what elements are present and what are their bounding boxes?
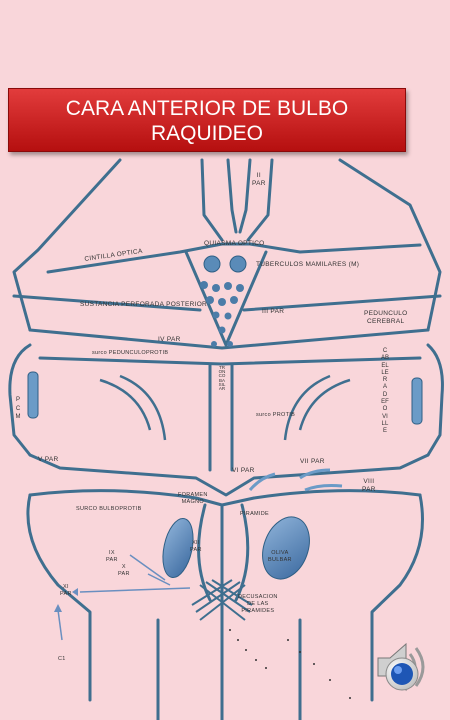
pons-arc-3 (298, 378, 351, 431)
olive-left (162, 518, 194, 578)
pons-left (8, 343, 32, 457)
label-xii-par: XII PAR (190, 540, 202, 553)
label-vi-par: VI PAR (232, 467, 255, 474)
pons-arc-2 (119, 374, 167, 441)
olive-right (262, 516, 310, 580)
optic-nerve-inner-left (226, 158, 238, 234)
optic-tract (46, 242, 422, 274)
label-surco-bulbo: SURCO BULBOPROTIB (76, 506, 142, 512)
arrow-c1 (57, 609, 63, 641)
label-surco-protib: surco PROTIB (256, 412, 296, 418)
label-pedunculo-cerebral: PEDUNCULO CEREBRAL (364, 310, 408, 325)
label-viii-par: VIII PAR (362, 478, 376, 493)
vii-par-root-2 (304, 484, 343, 492)
label-surco-pedunculo: surco PEDUNCULOPROTIB (92, 350, 169, 356)
optic-nerve-right (246, 158, 274, 242)
label-ix-par: IX PAR (106, 550, 118, 563)
v-par-root-right (411, 377, 423, 425)
speaker-icon (377, 642, 425, 692)
label-ii-par: II PAR (252, 172, 266, 187)
label-iii-par: III PAR (262, 308, 285, 315)
label-quiasma-optico: QUIASMA OPTICO (204, 240, 265, 247)
upper-outline-left (12, 158, 122, 332)
pons-divider (38, 356, 422, 366)
label-vii-par: VII PAR (300, 458, 325, 465)
pons-arc-1 (99, 378, 152, 431)
pons-arc-4 (283, 374, 331, 441)
pedunculo-band-right (242, 294, 442, 312)
label-tronco-basilar: TRONCO BASILAR (218, 365, 226, 392)
label-decusacion: DECUSACION DE LAS PIRAMIDES (238, 594, 278, 614)
v-par-root-left (27, 371, 39, 419)
label-c1: C1 (58, 656, 66, 662)
label-xi-par: XI PAR (60, 584, 72, 597)
label-foramen-magno: FORAMEN MAGNO (178, 492, 208, 505)
mamillary-body-left (203, 255, 221, 273)
label-sustancia-perforada: SUSTANCIA PERFORADA POSTERIOR (80, 301, 208, 308)
vi-par-root (248, 472, 276, 491)
pons-top-edge (28, 328, 430, 350)
pyramid-left (197, 503, 212, 602)
vii-par-root-1 (299, 468, 331, 480)
label-v-par: V PAR (38, 456, 59, 463)
arrow-x (147, 573, 171, 586)
medulla-right (370, 493, 424, 702)
label-x-par: X PAR (118, 564, 130, 577)
pons-bottom (28, 453, 430, 497)
upper-outline-right (338, 158, 442, 332)
mamillary-body-right (229, 255, 247, 273)
label-piramide: PIRAMIDE (240, 511, 269, 517)
arrow-ix (129, 554, 166, 581)
label-pcm: PCM (15, 397, 21, 421)
label-oliva-bulbar: OLIVA BULBAR (268, 550, 292, 563)
title-banner: CARA ANTERIOR DE BULBO RAQUIDEO (8, 88, 406, 152)
tuber-funnel (184, 250, 268, 347)
pedunculo-band-left (12, 294, 202, 312)
optic-nerve-left (200, 158, 224, 242)
title-line-1: CARA ANTERIOR DE BULBO (65, 97, 349, 120)
pons-right (426, 343, 444, 457)
label-cabecilla: CABELLERADEFOVILLE (381, 348, 390, 435)
arrow-xi (79, 587, 191, 593)
optic-nerve-inner-right (238, 158, 252, 234)
medulla-left (26, 493, 92, 702)
title-line-2: RAQUIDEO (150, 122, 263, 145)
label-tuberculos-mamilares: TUBERCULOS MAMILARES (M) (256, 261, 360, 268)
speaker-button[interactable] (372, 636, 434, 698)
label-iv-par: IV PAR (158, 336, 181, 343)
pyramid-right (234, 503, 250, 602)
